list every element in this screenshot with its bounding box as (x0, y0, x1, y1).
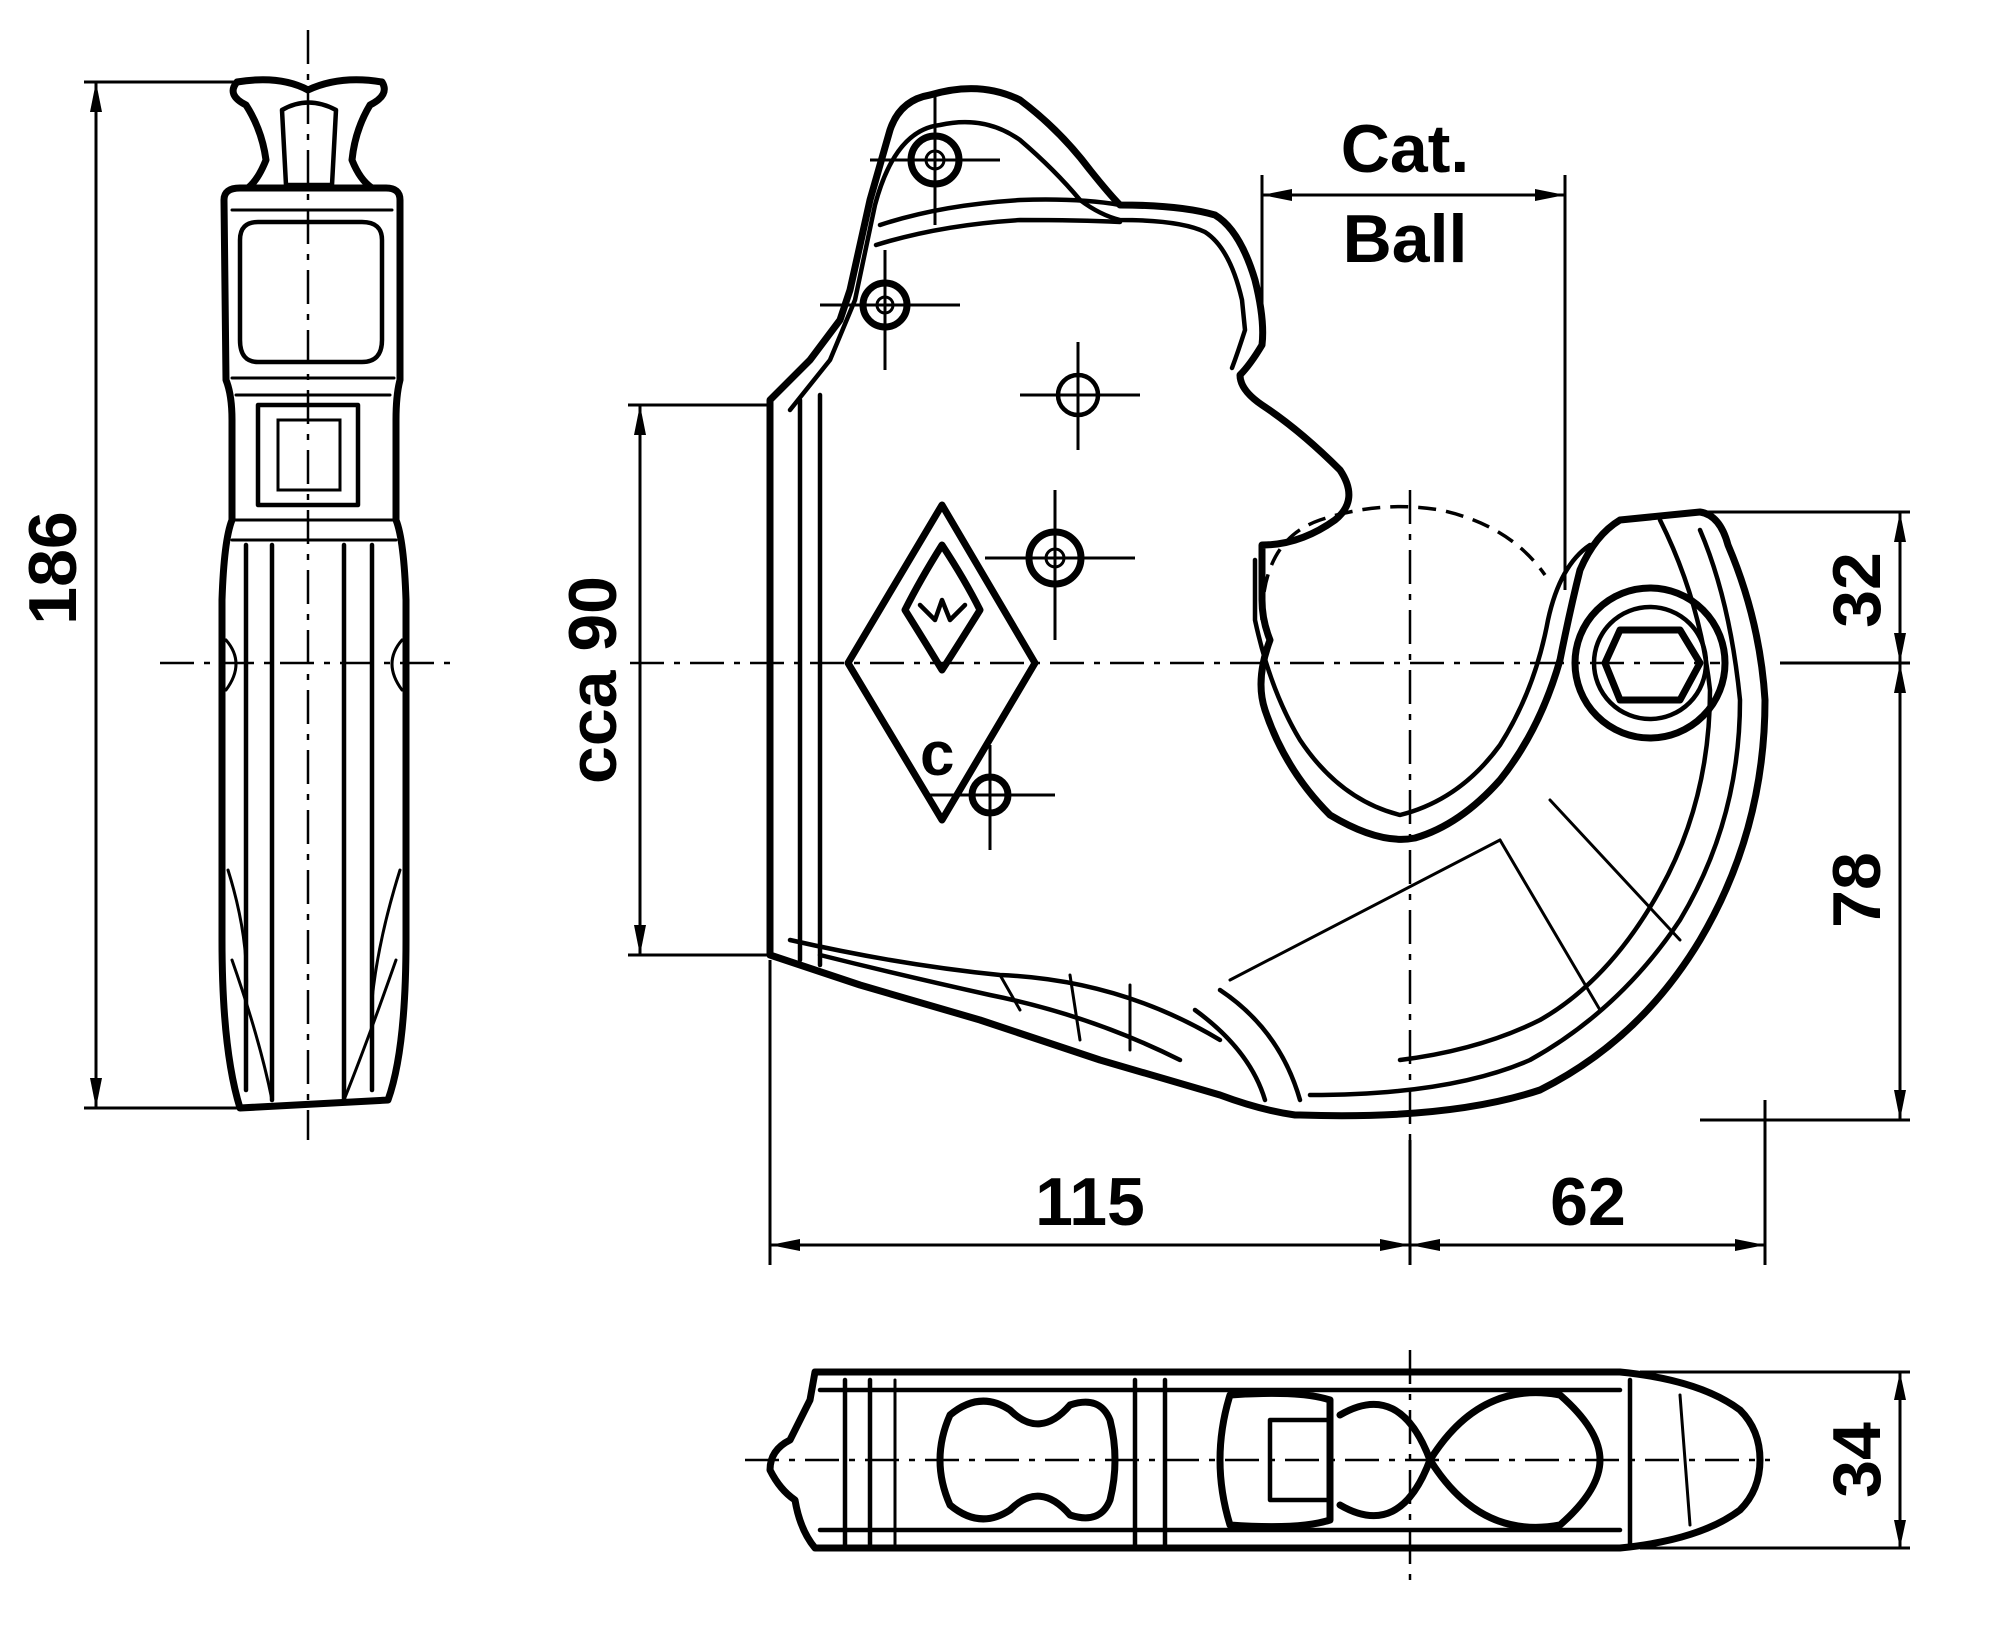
dim-ball-to-rear: 62 (1550, 1164, 1626, 1240)
category-letter: c (920, 720, 954, 789)
side-view: 186 (15, 30, 458, 1140)
dim-upper-offset: 32 (1819, 552, 1895, 628)
front-view: c cca 90 115 6 (555, 85, 1910, 1265)
ball-label-line2: Ball (1343, 201, 1468, 277)
ball-label-line1: Cat. (1341, 111, 1469, 187)
dim-jaw-height: cca 90 (555, 576, 631, 784)
dim-width: 34 (1819, 1422, 1895, 1498)
dim-length-to-ball: 115 (1035, 1164, 1145, 1240)
category-diamond (844, 501, 1039, 824)
top-view-outline (766, 1368, 1764, 1552)
dim-overall-height: 186 (15, 511, 91, 624)
dim-lower-offset: 78 (1819, 852, 1895, 928)
top-view: 34 (745, 1350, 1910, 1580)
hook-body (766, 85, 1769, 1120)
